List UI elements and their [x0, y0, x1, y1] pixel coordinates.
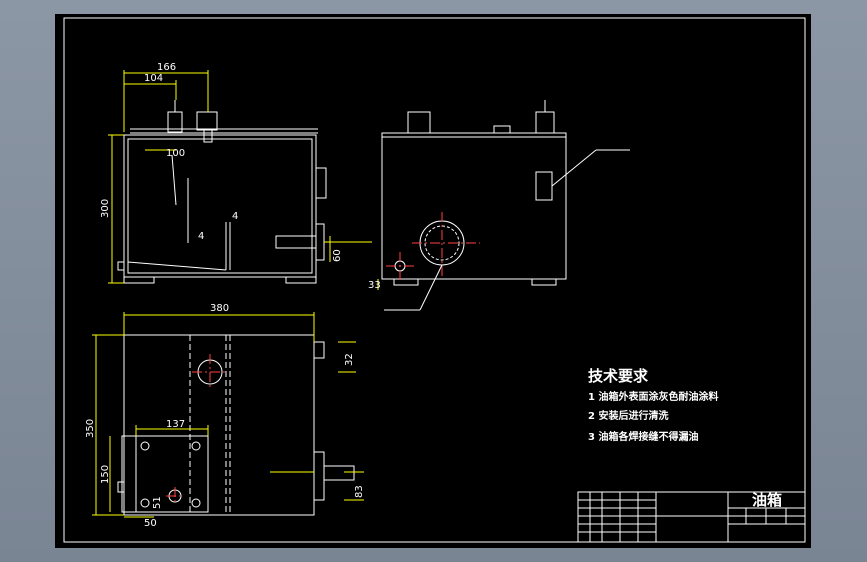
dimension-166: 166: [157, 62, 176, 73]
dimension-4-pipe: 4: [198, 231, 204, 242]
dimension-51: 51: [152, 496, 163, 509]
dimension-33: 33: [368, 280, 381, 291]
note-item-1: 1 油箱外表面涂灰色耐油涂料: [588, 390, 718, 403]
sheet-frame: [63, 17, 806, 543]
dimension-104: 104: [144, 73, 163, 84]
dimension-100: 100: [166, 148, 185, 159]
note-item-2: 2 安装后进行清洗: [588, 409, 668, 422]
front-view: 166 104 100 300 4 4 60: [100, 62, 372, 284]
dimension-380: 380: [210, 303, 229, 314]
dimension-137: 137: [166, 419, 185, 430]
top-view: [92, 312, 364, 518]
dimension-83: 83: [354, 485, 365, 498]
side-view: [377, 100, 630, 311]
dimension-50: 50: [144, 518, 157, 529]
dimension-350: 350: [85, 419, 96, 438]
title-block-name: 油箱: [752, 491, 782, 509]
notes-heading: 技术要求: [588, 367, 649, 385]
note-item-3: 3 油箱各焊接缝不得漏油: [588, 430, 698, 443]
dimension-4-partition: 4: [232, 211, 238, 222]
dimension-300: 300: [100, 199, 111, 218]
dimension-150: 150: [100, 465, 111, 484]
drawing-area: [55, 14, 811, 548]
dimension-32: 32: [344, 353, 355, 366]
dimension-60: 60: [332, 249, 343, 262]
title-block: [577, 491, 806, 543]
